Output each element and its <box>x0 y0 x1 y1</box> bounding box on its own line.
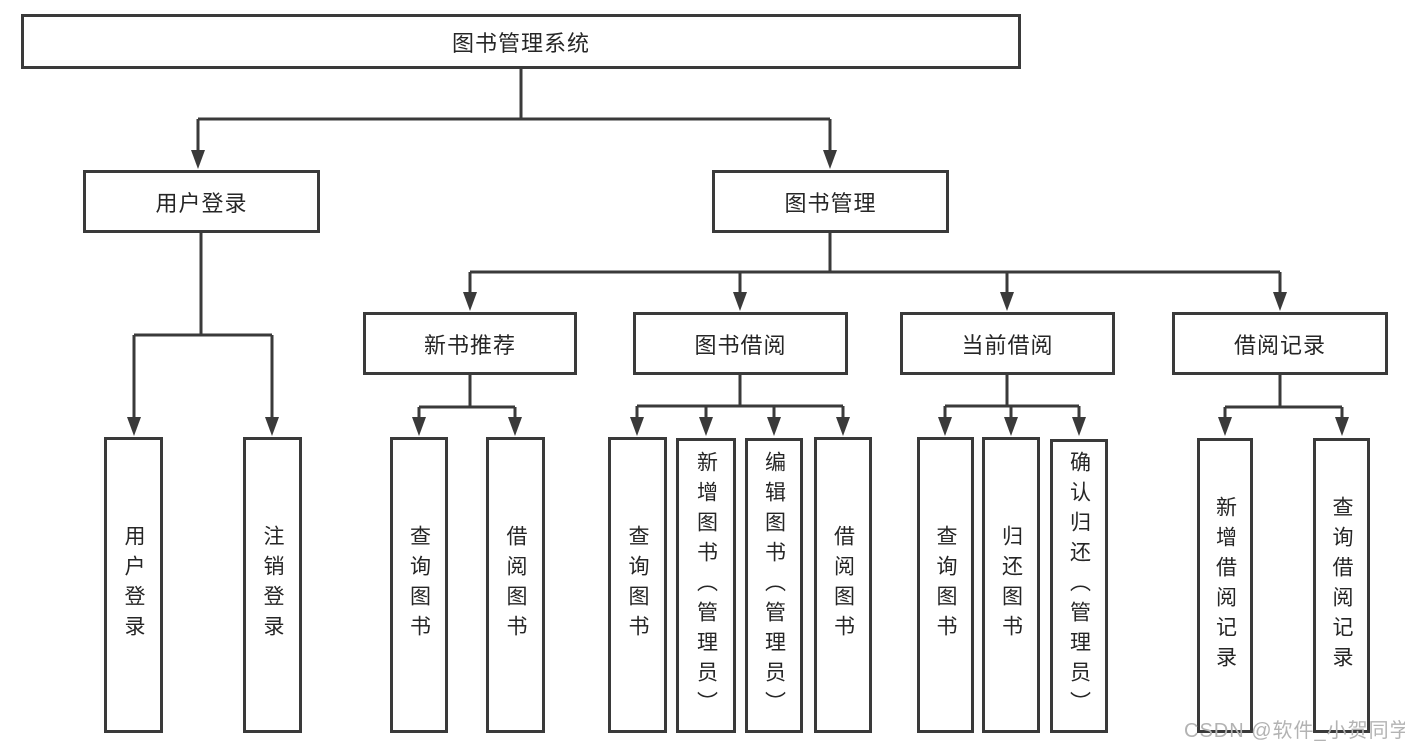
node-book-management: 图书管理 <box>712 170 949 233</box>
leaf-newbook-query-books: 查询图书 <box>390 437 448 733</box>
node-root: 图书管理系统 <box>21 14 1021 69</box>
leaf-borrow-borrow-books: 借阅图书 <box>814 437 872 733</box>
node-borrow-records: 借阅记录 <box>1172 312 1388 375</box>
leaf-current-return-books: 归还图书 <box>982 437 1040 733</box>
leaf-newbook-borrow-books: 借阅图书 <box>486 437 545 733</box>
leaf-records-query-record: 查询借阅记录 <box>1313 438 1370 733</box>
leaf-records-add-record: 新增借阅记录 <box>1197 438 1253 733</box>
node-book-borrow: 图书借阅 <box>633 312 848 375</box>
leaf-borrow-query-books: 查询图书 <box>608 437 667 733</box>
leaf-current-confirm-return-admin: 确认归还（管理员） <box>1050 439 1108 733</box>
node-current-borrow: 当前借阅 <box>900 312 1115 375</box>
leaf-borrow-edit-books-admin: 编辑图书（管理员） <box>745 438 803 733</box>
leaf-borrow-add-books-admin: 新增图书（管理员） <box>676 438 736 733</box>
node-new-book-recommend: 新书推荐 <box>363 312 577 375</box>
node-user-login: 用户登录 <box>83 170 320 233</box>
leaf-logout: 注销登录 <box>243 437 302 733</box>
leaf-user-login: 用户登录 <box>104 437 163 733</box>
leaf-current-query-books: 查询图书 <box>917 437 974 733</box>
csdn-watermark: CSDN @软件_小贺同学 <box>1184 720 1405 742</box>
